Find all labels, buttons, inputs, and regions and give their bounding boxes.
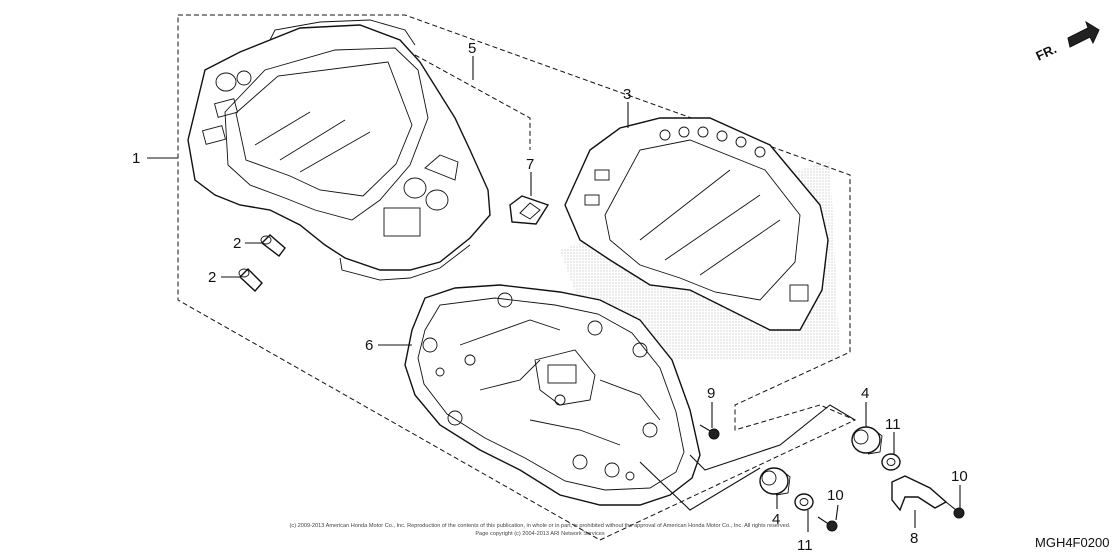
grommet-lower bbox=[759, 467, 791, 496]
clamp-part bbox=[891, 475, 948, 512]
callout-9: 9 bbox=[707, 385, 715, 402]
copyright-line-1: (c) 2009-2013 American Honda Motor Co., … bbox=[290, 523, 791, 529]
case-rear-part bbox=[404, 284, 701, 506]
callout-11-upper: 11 bbox=[885, 416, 901, 433]
diagram-code: MGH4F0200 bbox=[1035, 535, 1109, 550]
callout-7: 7 bbox=[526, 156, 534, 173]
bulb-socket-upper bbox=[260, 234, 286, 257]
callout-1: 1 bbox=[132, 150, 140, 167]
callout-2-upper: 2 bbox=[233, 235, 241, 252]
callout-4-lower: 4 bbox=[772, 511, 780, 528]
callout-5: 5 bbox=[468, 40, 476, 57]
callout-10-right: 10 bbox=[951, 468, 968, 485]
screw-9 bbox=[699, 424, 720, 440]
bulb-socket-lower bbox=[238, 268, 263, 293]
callout-11-lower: 11 bbox=[797, 537, 813, 554]
screw-10-right bbox=[945, 501, 965, 519]
lcd-panel-part bbox=[564, 117, 829, 331]
copyright-line-2: Page copyright (c) 2004-2013 ARI Network… bbox=[475, 531, 605, 537]
emblem-part bbox=[509, 195, 550, 225]
meter-case-part bbox=[187, 19, 491, 281]
front-direction-arrow: FR. bbox=[1033, 20, 1100, 64]
screw-10-lower bbox=[817, 516, 838, 532]
callout-8: 8 bbox=[910, 530, 918, 547]
callout-10-lower: 10 bbox=[827, 487, 844, 504]
callout-2-lower: 2 bbox=[208, 269, 216, 286]
bracket-5 bbox=[414, 54, 531, 150]
direction-label: FR. bbox=[1033, 41, 1058, 63]
leader-lines bbox=[147, 56, 961, 532]
collar-upper bbox=[881, 453, 901, 471]
collar-lower bbox=[794, 493, 814, 511]
callout-3: 3 bbox=[623, 86, 631, 103]
callout-6: 6 bbox=[365, 337, 373, 354]
grommet-upper bbox=[851, 426, 883, 455]
callout-4-upper: 4 bbox=[861, 385, 869, 402]
assembly-boundary-1 bbox=[177, 14, 857, 541]
